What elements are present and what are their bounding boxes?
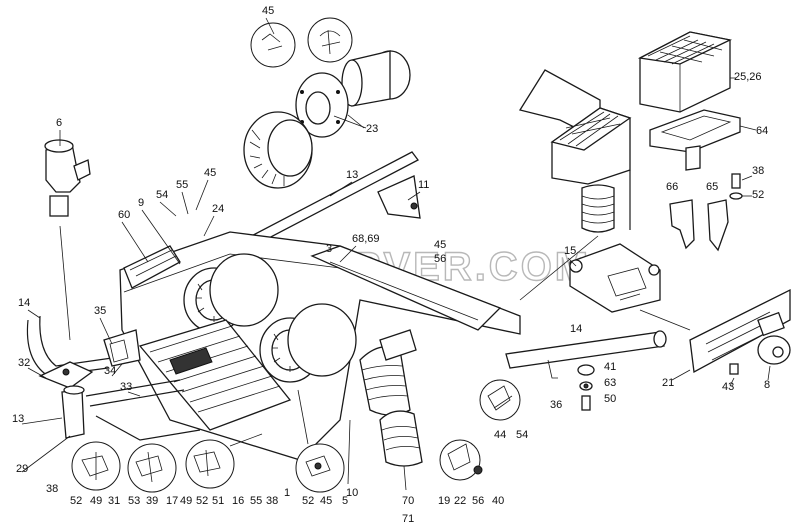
- leader-lines: [21, 17, 577, 473]
- callout-c19: 19: [438, 495, 450, 507]
- callout-c71: 71: [402, 513, 414, 525]
- callout-c1: 1: [284, 487, 290, 499]
- mounting-bracket: [569, 243, 691, 331]
- callout-c22: 22: [454, 495, 466, 507]
- callout-c17: 17: [166, 495, 178, 507]
- air-filter-assembly: [637, 31, 757, 252]
- callout-c63: 63: [604, 377, 616, 389]
- callout-c70: 70: [402, 495, 414, 507]
- callout-c54b: 54: [516, 429, 528, 441]
- callout-c49a: 49: [90, 495, 102, 507]
- callout-c16: 16: [232, 495, 244, 507]
- callout-c45a: 45: [262, 5, 274, 17]
- callout-c32: 32: [18, 357, 30, 369]
- coolant-valve-piping: [26, 139, 201, 441]
- callout-c21: 21: [662, 377, 674, 389]
- detail-circle-pipe-clamp-b: [127, 443, 177, 493]
- callout-c13b: 13: [12, 413, 24, 425]
- callout-c53: 53: [128, 495, 140, 507]
- callout-c40: 40: [492, 495, 504, 507]
- callout-c43: 43: [722, 381, 734, 393]
- callout-c34: 34: [104, 365, 116, 377]
- callout-c38b: 38: [46, 483, 58, 495]
- callout-c52d: 52: [302, 495, 314, 507]
- callout-c11: 11: [418, 179, 429, 191]
- callout-c33: 33: [120, 381, 132, 393]
- heater-housing: [119, 231, 521, 461]
- callout-c54a: 54: [156, 189, 168, 201]
- outlet-hoses: [347, 329, 423, 491]
- callout-c56b: 56: [472, 495, 484, 507]
- callout-c56a: 56: [434, 253, 446, 265]
- callout-c66: 66: [666, 181, 678, 193]
- callout-c23: 23: [366, 123, 378, 135]
- callout-c36: 36: [550, 399, 562, 411]
- callout-c52a: 52: [752, 189, 764, 201]
- callout-c39: 39: [146, 495, 158, 507]
- detail-circle-fan-clip: [307, 17, 353, 63]
- callout-c6: 6: [56, 117, 62, 129]
- detail-circle-fan-bracket: [250, 22, 296, 68]
- callout-c41: 41: [604, 361, 616, 373]
- callout-c38c: 38: [266, 495, 278, 507]
- control-panel-plate: [671, 288, 791, 387]
- callout-c38a: 38: [752, 165, 764, 177]
- callout-c35: 35: [94, 305, 106, 317]
- callout-c31: 31: [108, 495, 120, 507]
- callout-c3: 3: [326, 243, 332, 255]
- callout-c29: 29: [16, 463, 28, 475]
- callout-c52b: 52: [70, 495, 82, 507]
- callout-c13a: 13: [346, 169, 358, 181]
- callout-c49b: 49: [180, 495, 192, 507]
- control-rods: [235, 151, 667, 379]
- callout-c14a: 14: [18, 297, 30, 309]
- callout-c5: 5: [342, 495, 348, 507]
- fan-motor-assembly: [243, 17, 411, 189]
- callout-c10: 10: [346, 487, 358, 499]
- lower-detail-circles: [71, 389, 345, 493]
- callout-c60: 60: [118, 209, 130, 221]
- callout-c64: 64: [756, 125, 768, 137]
- callout-c65: 65: [706, 181, 718, 193]
- callout-c51: 51: [212, 495, 224, 507]
- air-intake-duct: [518, 69, 632, 301]
- callout-c55b: 55: [250, 495, 262, 507]
- fastener-set-right: [439, 364, 595, 481]
- callout-c25: 25,26: [734, 71, 762, 83]
- detail-circle-pipe-clamp-c: [185, 439, 235, 489]
- callout-c68: 68,69: [352, 233, 380, 245]
- callout-c45d: 45: [320, 495, 332, 507]
- callout-c45b: 45: [204, 167, 216, 179]
- detail-circle-lower-clip: [439, 439, 481, 481]
- callout-c45c: 45: [434, 239, 446, 251]
- callout-c50: 50: [604, 393, 616, 405]
- callout-c9: 9: [138, 197, 144, 209]
- callout-c44: 44: [494, 429, 506, 441]
- callout-c24: 24: [212, 203, 224, 215]
- callout-c15: 15: [564, 245, 576, 257]
- detail-circle-rod-clip: [479, 379, 521, 421]
- callout-c55a: 55: [176, 179, 188, 191]
- callout-c8: 8: [764, 379, 770, 391]
- callout-c14b: 14: [570, 323, 582, 335]
- callout-c52c: 52: [196, 495, 208, 507]
